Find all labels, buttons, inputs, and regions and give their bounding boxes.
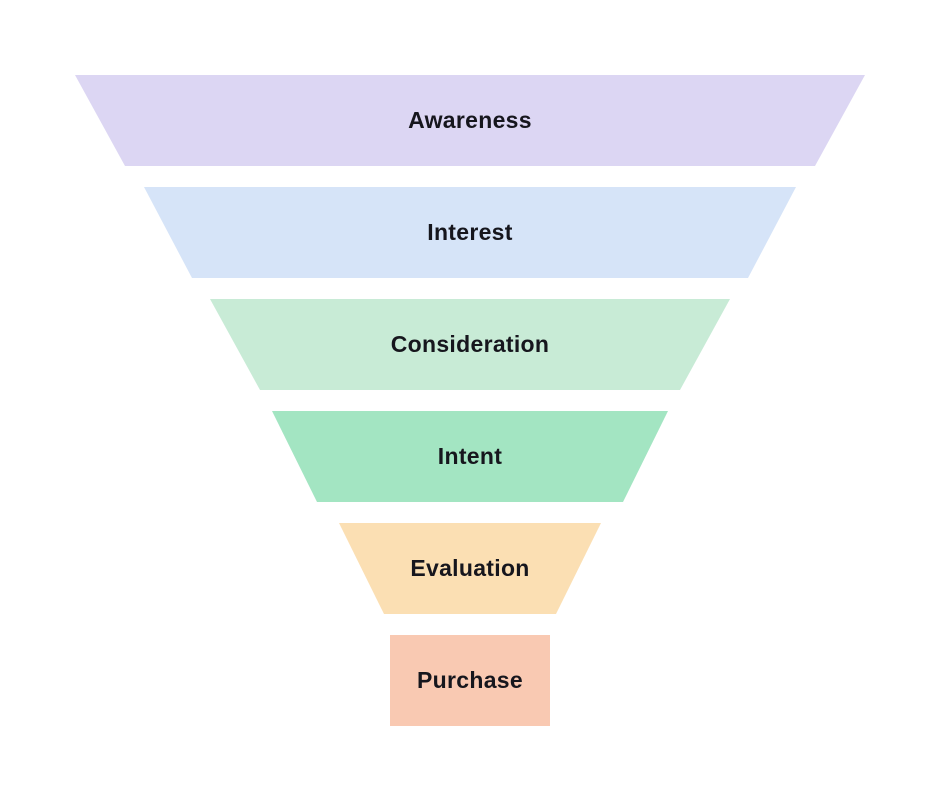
funnel-stage-evaluation-label: Evaluation (410, 555, 530, 581)
funnel-stage-interest: Interest (144, 187, 796, 278)
funnel-stage-awareness-label: Awareness (408, 107, 532, 133)
funnel-stage-consideration: Consideration (210, 299, 730, 390)
funnel-stage-consideration-label: Consideration (390, 331, 550, 357)
funnel-stage-intent: Intent (272, 411, 668, 502)
funnel-stage-purchase-label: Purchase (417, 667, 523, 693)
funnel-stage-interest-label: Interest (427, 219, 513, 245)
funnel-stage-evaluation: Evaluation (339, 523, 601, 614)
funnel-stage-intent-label: Intent (437, 443, 503, 469)
funnel-stage-awareness: Awareness (75, 75, 865, 166)
funnel-stage-purchase: Purchase (390, 635, 550, 726)
funnel-stages: Awareness Interest Consideration Intent … (0, 75, 940, 747)
